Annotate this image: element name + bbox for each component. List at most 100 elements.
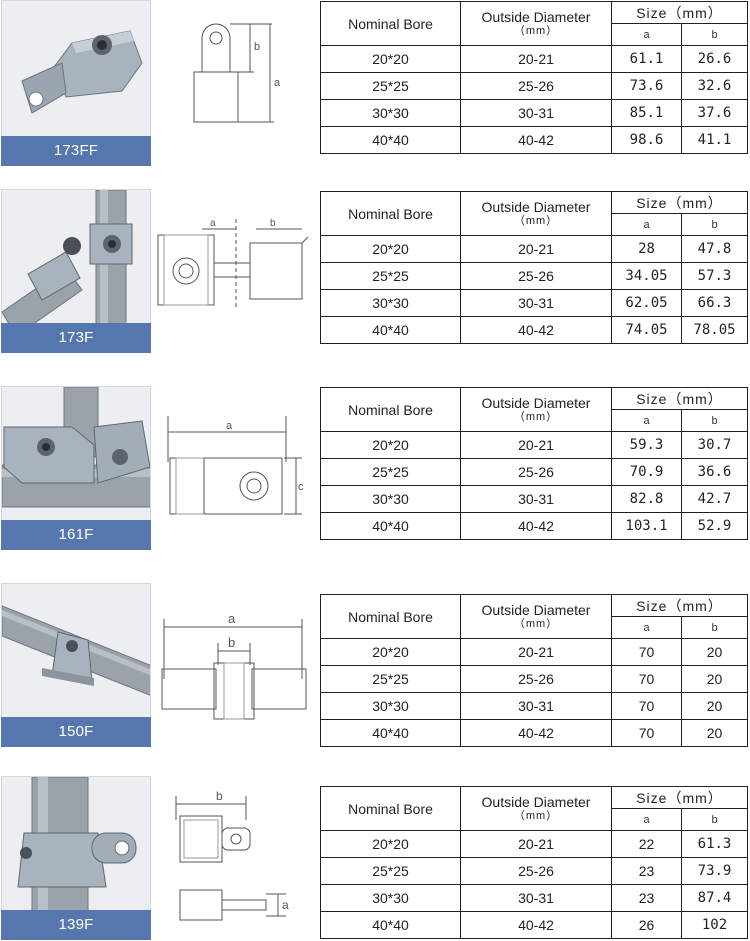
cell-a: 61.1 bbox=[611, 45, 682, 73]
cell-bore: 20*20 bbox=[320, 638, 461, 666]
cell-bore: 40*40 bbox=[320, 316, 461, 344]
product-173ff: 173FF b a Nominal Bore Outside Diameter … bbox=[0, 0, 750, 170]
header-od-unit: （mm） bbox=[513, 410, 559, 423]
dimension-label-a: a bbox=[226, 420, 233, 432]
cell-b: 36.6 bbox=[681, 458, 748, 486]
header-b: b bbox=[681, 23, 748, 46]
header-size: Size（mm） bbox=[611, 786, 748, 809]
cell-od: 30-31 bbox=[460, 289, 612, 317]
cell-a: 28 bbox=[611, 235, 682, 263]
cell-od: 25-26 bbox=[460, 72, 612, 100]
cell-od: 30-31 bbox=[460, 99, 612, 127]
cell-b: 52.9 bbox=[681, 512, 748, 540]
table-row: 40*40 40-42 26 102 bbox=[320, 911, 748, 939]
cell-a: 70 bbox=[611, 638, 682, 666]
cell-od: 40-42 bbox=[460, 911, 612, 939]
cell-bore: 20*20 bbox=[320, 431, 461, 459]
cell-b: 26.6 bbox=[681, 45, 748, 73]
cell-od: 40-42 bbox=[460, 719, 612, 747]
header-nominal-bore: Nominal Bore bbox=[320, 191, 461, 236]
header-outside-diameter: Outside Diameter （mm） bbox=[460, 191, 612, 236]
header-nominal-bore: Nominal Bore bbox=[320, 387, 461, 432]
cell-a: 34.05 bbox=[611, 262, 682, 290]
header-od-label: Outside Diameter bbox=[481, 198, 591, 215]
cell-a: 103.1 bbox=[611, 512, 682, 540]
header-od-label: Outside Diameter bbox=[481, 394, 591, 411]
dimension-drawing-173f: a b bbox=[152, 189, 317, 354]
cell-b: 87.4 bbox=[681, 884, 748, 912]
cell-od: 40-42 bbox=[460, 126, 612, 154]
cell-bore: 25*25 bbox=[320, 857, 461, 885]
spec-table: Nominal Bore Outside Diameter （mm） Size（… bbox=[320, 786, 748, 939]
header-nominal-bore: Nominal Bore bbox=[320, 786, 461, 831]
cell-b: 61.3 bbox=[681, 830, 748, 858]
cell-a: 70 bbox=[611, 692, 682, 720]
cell-a: 23 bbox=[611, 884, 682, 912]
cell-bore: 30*30 bbox=[320, 99, 461, 127]
cell-b: 32.6 bbox=[681, 72, 748, 100]
product-photo-150f bbox=[1, 583, 151, 747]
table-row: 25*25 25-26 70.9 36.6 bbox=[320, 458, 748, 486]
dimension-label-b: b bbox=[254, 41, 260, 53]
dimension-label-a: a bbox=[210, 218, 216, 229]
table-row: 30*30 30-31 82.8 42.7 bbox=[320, 485, 748, 513]
model-label: 150F bbox=[1, 717, 151, 747]
dimension-drawing-161f: a c bbox=[152, 386, 317, 551]
cell-b: 57.3 bbox=[681, 262, 748, 290]
header-size: Size（mm） bbox=[611, 191, 748, 214]
header-a: a bbox=[611, 616, 682, 639]
product-161f: 161F a c Nominal Bore Outside Diameter （… bbox=[0, 386, 750, 556]
cell-a: 74.05 bbox=[611, 316, 682, 344]
header-outside-diameter: Outside Diameter （mm） bbox=[460, 786, 612, 831]
model-label: 161F bbox=[1, 520, 151, 550]
header-nominal-bore: Nominal Bore bbox=[320, 594, 461, 639]
cell-b: 47.8 bbox=[681, 235, 748, 263]
header-od-unit: （mm） bbox=[513, 617, 559, 630]
dimension-drawing-173ff: b a bbox=[152, 0, 317, 165]
cell-bore: 30*30 bbox=[320, 289, 461, 317]
table-row: 25*25 25-26 73.6 32.6 bbox=[320, 72, 748, 100]
cell-b: 20 bbox=[681, 665, 748, 693]
table-row: 25*25 25-26 23 73.9 bbox=[320, 857, 748, 885]
header-a: a bbox=[611, 409, 682, 432]
cell-od: 20-21 bbox=[460, 830, 612, 858]
dimension-label-b: b bbox=[216, 789, 223, 803]
cell-b: 20 bbox=[681, 692, 748, 720]
cell-a: 70 bbox=[611, 719, 682, 747]
dimension-label-b: b bbox=[270, 218, 276, 229]
cell-bore: 20*20 bbox=[320, 235, 461, 263]
cell-bore: 30*30 bbox=[320, 485, 461, 513]
cell-od: 20-21 bbox=[460, 235, 612, 263]
spec-table: Nominal Bore Outside Diameter （mm） Size（… bbox=[320, 191, 748, 344]
cell-bore: 40*40 bbox=[320, 719, 461, 747]
header-od-label: Outside Diameter bbox=[481, 601, 591, 618]
spec-table: Nominal Bore Outside Diameter （mm） Size（… bbox=[320, 387, 748, 540]
header-nominal-bore: Nominal Bore bbox=[320, 1, 461, 46]
cell-od: 25-26 bbox=[460, 458, 612, 486]
cell-a: 85.1 bbox=[611, 99, 682, 127]
header-a: a bbox=[611, 808, 682, 831]
cell-b: 66.3 bbox=[681, 289, 748, 317]
cell-bore: 25*25 bbox=[320, 458, 461, 486]
cell-b: 78.05 bbox=[681, 316, 748, 344]
header-outside-diameter: Outside Diameter （mm） bbox=[460, 594, 612, 639]
cell-b: 73.9 bbox=[681, 857, 748, 885]
product-139f: 139F b a Nominal Bore Outside Diameter （… bbox=[0, 776, 750, 941]
cell-a: 98.6 bbox=[611, 126, 682, 154]
cell-bore: 20*20 bbox=[320, 830, 461, 858]
header-od-unit: （mm） bbox=[513, 809, 559, 822]
cell-a: 59.3 bbox=[611, 431, 682, 459]
table-row: 20*20 20-21 59.3 30.7 bbox=[320, 431, 748, 459]
header-b: b bbox=[681, 213, 748, 236]
cell-a: 70.9 bbox=[611, 458, 682, 486]
cell-bore: 40*40 bbox=[320, 126, 461, 154]
dimension-label-a: a bbox=[228, 611, 236, 626]
cell-od: 20-21 bbox=[460, 45, 612, 73]
cell-od: 20-21 bbox=[460, 638, 612, 666]
cell-a: 23 bbox=[611, 857, 682, 885]
header-od-label: Outside Diameter bbox=[481, 793, 591, 810]
cell-bore: 20*20 bbox=[320, 45, 461, 73]
header-b: b bbox=[681, 808, 748, 831]
header-a: a bbox=[611, 213, 682, 236]
cell-a: 22 bbox=[611, 830, 682, 858]
